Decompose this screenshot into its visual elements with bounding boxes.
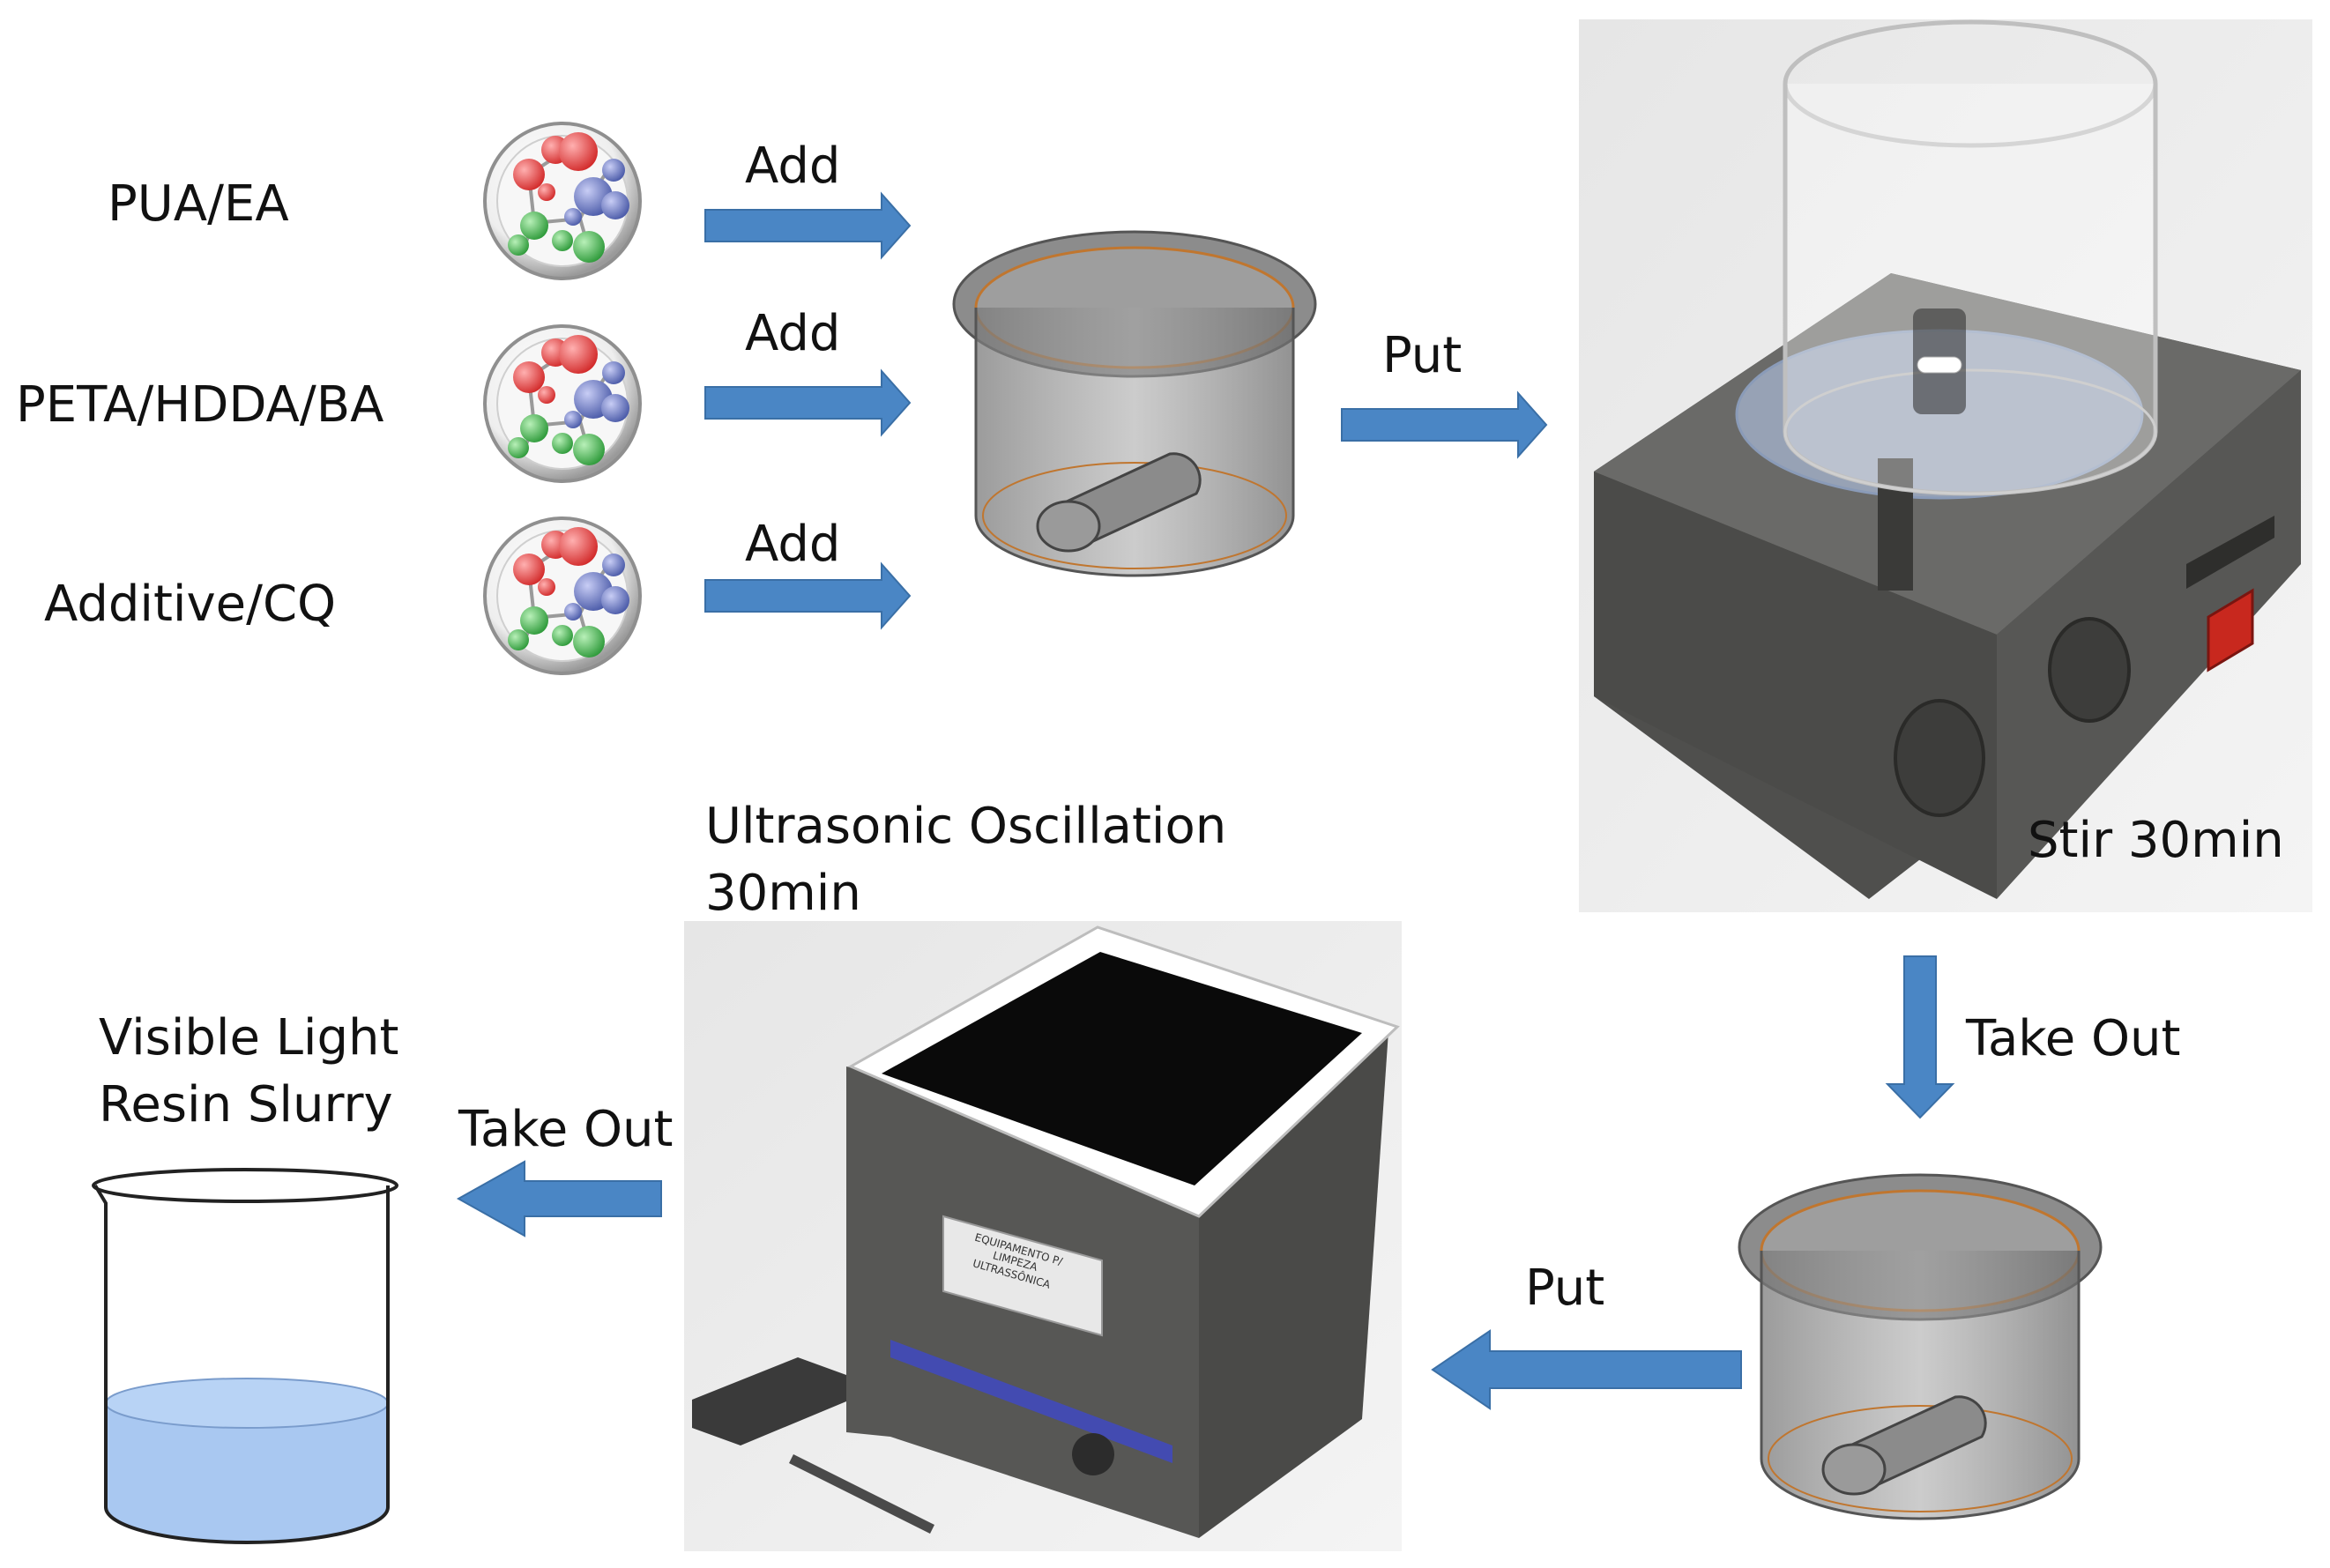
ultrasonic-label: Ultrasonic Oscillation 30min xyxy=(705,798,1227,922)
mixing-cup xyxy=(952,230,1317,577)
beaker-icon xyxy=(92,1168,398,1544)
molecule-icon xyxy=(483,516,642,675)
magnetic-stirrer xyxy=(1579,19,2312,912)
molecule-icon xyxy=(483,122,642,280)
stir-label: Stir 30min xyxy=(2028,812,2284,869)
take-out-label: Take Out xyxy=(1966,1010,2181,1067)
add-arrow xyxy=(704,193,911,258)
take-out-label-2: Take Out xyxy=(458,1101,674,1158)
take-out-arrow-down xyxy=(1885,955,1955,1119)
mixing-cup-2 xyxy=(1738,1173,2103,1520)
ingredient-label-additive-cq: Additive/CQ xyxy=(44,576,337,633)
add-label: Add xyxy=(745,137,841,195)
add-arrow xyxy=(704,370,911,435)
result-label: Visible Light Resin Slurry xyxy=(99,1009,399,1133)
take-out-arrow-left xyxy=(456,1160,662,1237)
put-arrow-left xyxy=(1431,1329,1742,1410)
put-label-2: Put xyxy=(1525,1260,1605,1317)
add-label: Add xyxy=(745,305,841,362)
ingredient-label-peta-hdda-ba: PETA/HDDA/BA xyxy=(16,376,384,434)
ultrasonic-cleaner xyxy=(684,921,1402,1551)
add-label: Add xyxy=(745,516,841,573)
put-label: Put xyxy=(1382,327,1463,384)
molecule-icon xyxy=(483,324,642,483)
put-arrow xyxy=(1341,392,1547,457)
ingredient-label-pua-ea: PUA/EA xyxy=(108,175,289,233)
